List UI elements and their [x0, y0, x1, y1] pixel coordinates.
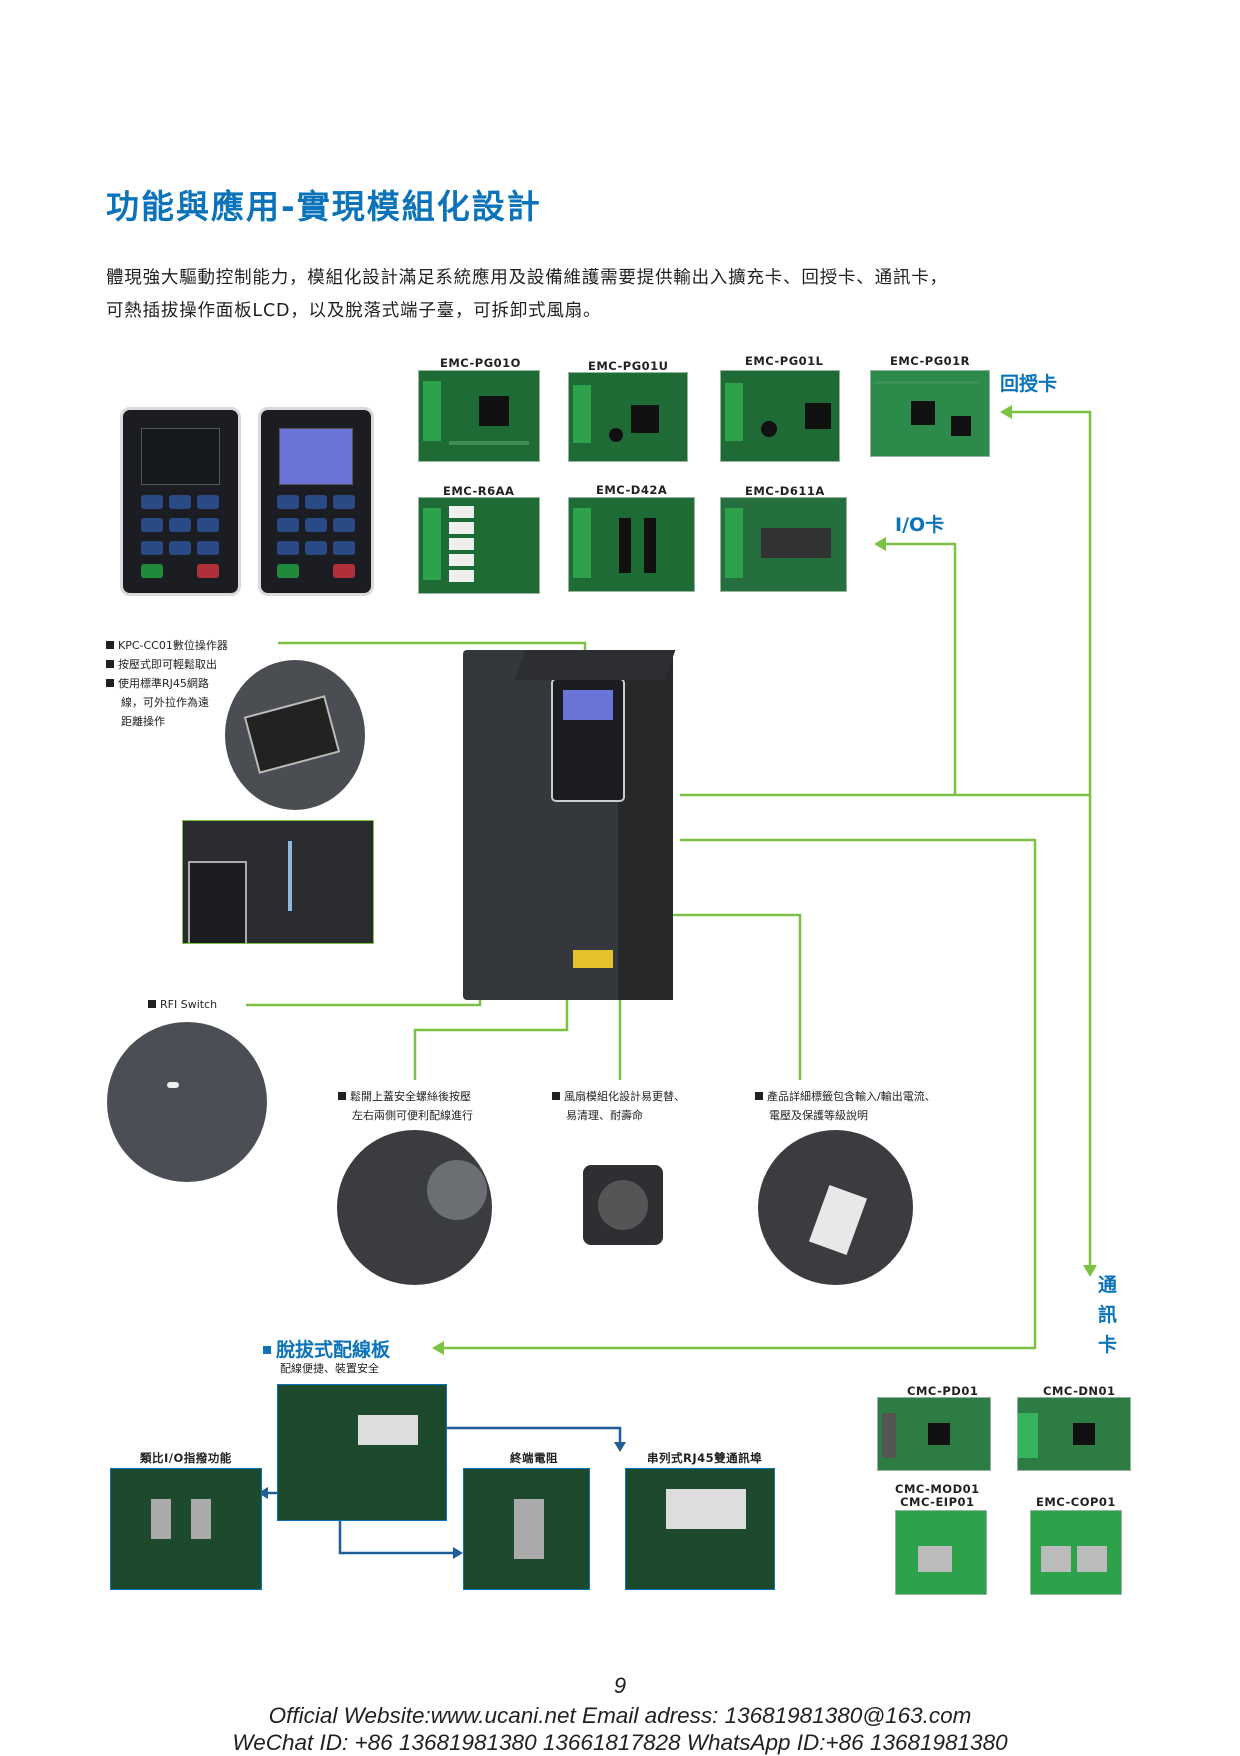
fan-photo — [558, 1130, 698, 1285]
fan-note-1: 風扇模組化設計易更替、 — [564, 1090, 685, 1103]
analog-blue-arrow — [258, 1487, 268, 1499]
card-emc-pg01u — [568, 372, 688, 462]
card-emc-pg01o — [418, 370, 540, 462]
keypad-lcd-screen — [279, 428, 353, 485]
rj45-photo — [625, 1468, 775, 1590]
feedback-line — [680, 410, 1092, 797]
card-caption: EMC-COP01 — [1036, 1495, 1116, 1509]
cover-line — [413, 985, 569, 1080]
card-emc-cop01 — [1030, 1510, 1122, 1595]
cover-note-2: 左右兩側可便利配線進行 — [352, 1109, 473, 1122]
card-caption: EMC-PG01R — [890, 354, 971, 368]
rj45-blue-line — [440, 1426, 622, 1445]
terminal-subtitle: 配線便捷、裝置安全 — [280, 1362, 379, 1375]
keypad-note-3: 使用標準RJ45網路 — [118, 677, 209, 690]
card-emc-pg01l — [720, 370, 840, 462]
card-caption: CMC-PD01 — [907, 1384, 979, 1398]
card-emc-pg01r — [870, 370, 990, 457]
feedback-card-label: 回授卡 — [1000, 373, 1058, 395]
fan-note-2: 易清理、耐壽命 — [566, 1109, 643, 1122]
card-caption: CMC-DN01 — [1043, 1384, 1116, 1398]
card-emc-d611a — [720, 497, 847, 592]
warning-label — [573, 950, 613, 968]
card-caption: EMC-R6AA — [443, 484, 515, 498]
card-caption: EMC-D42A — [596, 483, 668, 497]
analog-io-photo — [110, 1468, 262, 1590]
terminal-title-text: 脫拔式配線板 — [276, 1339, 391, 1361]
terminal-title: 脫拔式配線板 — [263, 1335, 390, 1362]
io-arrow — [874, 537, 886, 551]
intro-text: 體現強大驅動控制能力，模組化設計滿足系統應用及設備維護需要提供輸出入擴充卡、回授… — [106, 262, 948, 328]
cover-note-1: 鬆開上蓋安全螺絲後按壓 — [350, 1090, 471, 1103]
card-emc-r6aa — [418, 497, 540, 594]
card-caption: EMC-PG01O — [440, 356, 521, 370]
cover-photo — [337, 1130, 492, 1285]
card-caption: EMC-D611A — [745, 484, 825, 498]
keypad-note-1: KPC-CC01數位操作器 — [118, 639, 228, 652]
rfi-switch-photo — [107, 1022, 267, 1182]
termination-caption: 終端電阻 — [510, 1451, 558, 1465]
cover-note: 鬆開上蓋安全螺絲後按壓 左右兩側可便利配線進行 — [338, 1087, 473, 1125]
keypad-led — [120, 407, 241, 596]
io-card-label: I/O卡 — [895, 514, 945, 536]
ac-drive-body — [463, 650, 673, 1000]
termination-photo — [463, 1468, 590, 1590]
drive-keypad — [551, 678, 625, 802]
card-cmc-dn01 — [1017, 1397, 1131, 1471]
card-caption: CMC-MOD01 CMC-EIP01 — [895, 1482, 980, 1509]
intro-line-2: 可熱插拔操作面板LCD，以及脫落式端子臺，可拆卸式風扇。 — [106, 301, 602, 321]
label-photo — [758, 1130, 913, 1285]
card-cmc-mod01 — [895, 1510, 987, 1595]
keypad-removal-photo — [225, 660, 365, 810]
keypad-note-3c: 距離操作 — [121, 715, 165, 728]
label-note: 產品詳細標籤包含輸入/輸出電流、 電壓及保護等級說明 — [755, 1087, 936, 1125]
rj45-caption: 串列式RJ45雙通訊埠 — [647, 1451, 763, 1465]
card-caption: EMC-PG01L — [745, 354, 824, 368]
rj45-blue-arrow — [614, 1442, 626, 1452]
intro-line-1: 體現強大驅動控制能力，模組化設計滿足系統應用及設備維護需要提供輸出入擴充卡、回授… — [106, 268, 948, 288]
terminal-board-photo — [277, 1384, 447, 1521]
analog-io-caption: 類比I/O指撥功能 — [140, 1451, 232, 1465]
page-title: 功能與應用-實現模組化設計 — [106, 187, 542, 226]
feedback-arrow — [1000, 405, 1012, 419]
card-caption: EMC-PG01U — [588, 359, 669, 373]
comm-card-label: 通 訊 卡 — [1098, 1274, 1118, 1356]
io-line — [880, 542, 957, 795]
keypad-notes: KPC-CC01數位操作器 按壓式即可輕鬆取出 使用標準RJ45網路 線，可外拉… — [106, 636, 228, 731]
keypad-lcd — [258, 407, 374, 596]
terminal-arrow — [432, 1341, 444, 1355]
rj45-cable-photo — [182, 820, 374, 944]
label-note-1: 產品詳細標籤包含輸入/輸出電流、 — [767, 1090, 936, 1103]
keypad-led-screen — [141, 428, 220, 485]
terminal-line — [440, 838, 1037, 1350]
keypad-note-2: 按壓式即可輕鬆取出 — [118, 658, 217, 671]
rfi-label: RFI Switch — [160, 998, 218, 1011]
page-number: 9 — [613, 1673, 627, 1698]
footer-line-2: WeChat ID: +86 13681981380 13661817828 W… — [232, 1730, 1008, 1755]
keypad-note-3b: 線，可外拉作為遠 — [121, 696, 209, 709]
termination-blue-arrow — [453, 1547, 463, 1559]
comm-arrow — [1083, 1265, 1097, 1277]
card-cmc-pd01 — [877, 1397, 991, 1471]
fan-note: 風扇模組化設計易更替、 易清理、耐壽命 — [552, 1087, 685, 1125]
label-note-2: 電壓及保護等級說明 — [769, 1109, 868, 1122]
card-emc-d42a — [568, 497, 695, 592]
rfi-note: RFI Switch — [148, 995, 217, 1014]
label-line — [668, 913, 802, 1080]
footer-line-1: Official Website:www.ucani.net Email adr… — [268, 1703, 972, 1728]
